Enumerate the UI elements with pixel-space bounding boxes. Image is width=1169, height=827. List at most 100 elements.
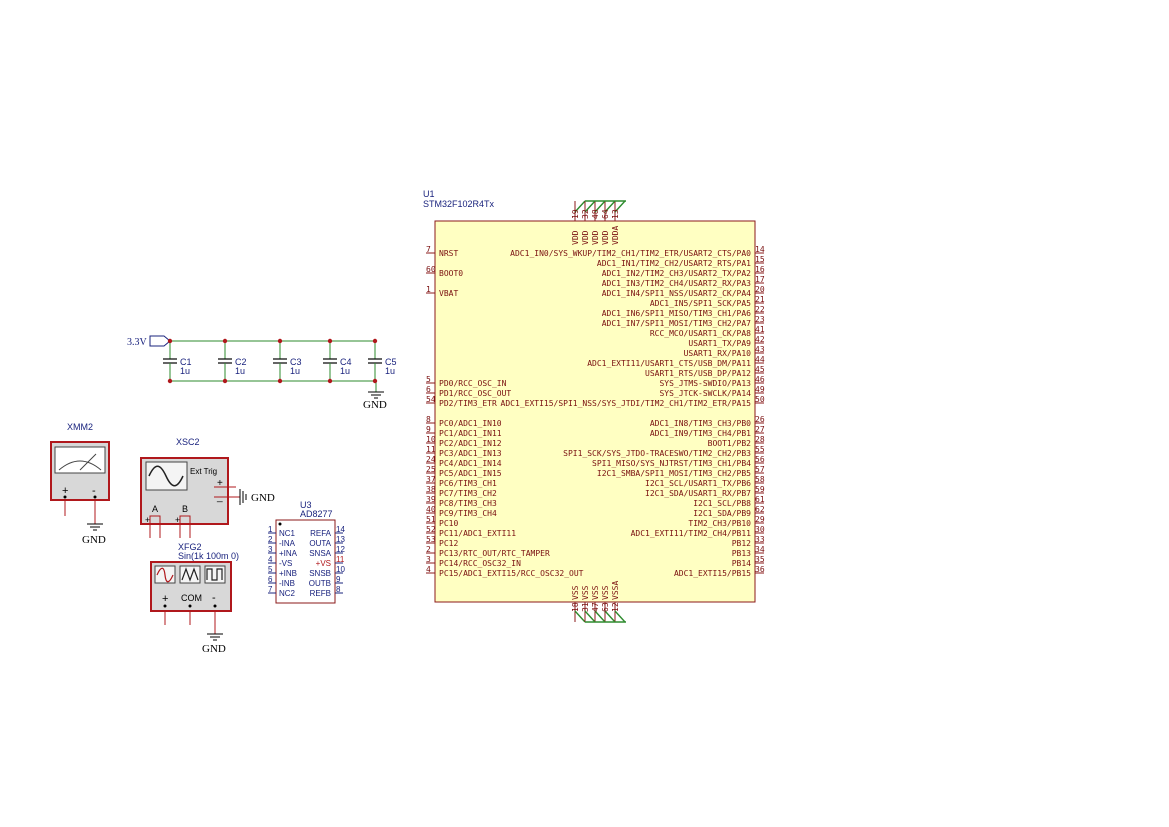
capacitor-value: 1u <box>340 366 350 376</box>
pin-number: 7 <box>268 585 273 594</box>
pin-number: 62 <box>755 505 765 514</box>
pin-number: 37 <box>426 475 436 484</box>
u3-pin-2[interactable]: 2-INA <box>268 535 296 548</box>
u3-pin-6[interactable]: 6-INB <box>268 575 295 588</box>
pin-name: I2C1_SCL/PB8 <box>693 499 751 508</box>
u3-pin-5[interactable]: 5+INB <box>268 565 297 578</box>
u1-pin-50[interactable]: 50ADC1_EXTI15/SPI1_NSS/SYS_JTDI/TIM2_CH1… <box>501 395 765 408</box>
square-wave-icon[interactable] <box>204 565 226 584</box>
u3-pin-4[interactable]: 4-VS <box>268 555 292 568</box>
oscilloscope-xsc2[interactable]: XSC2 Ext Trig + _ GND A B + + <box>140 437 275 538</box>
power-port-3v3[interactable] <box>149 335 171 347</box>
scope-ext-trig: Ext Trig <box>190 467 217 476</box>
u1-pin-14[interactable]: 14ADC1_IN0/SYS_WKUP/TIM2_CH1/TIM2_ETR/US… <box>510 245 765 258</box>
u1-stm32[interactable]: U1 STM32F102R4Tx 19VDD32VDD48VDD64VDD13V… <box>423 189 765 623</box>
function-generator-xfg2[interactable]: XFG2 Sin(1k 100m 0) + COM - GND <box>150 542 239 655</box>
pin-number: 40 <box>426 505 436 514</box>
pin-number: 53 <box>426 535 436 544</box>
u3-pin-3[interactable]: 3+INA <box>268 545 298 558</box>
pin-name: I2C1_SCL/USART1_TX/PB6 <box>645 479 751 488</box>
pin-name: ADC1_IN3/TIM2_CH4/USART2_RX/PA3 <box>602 279 751 288</box>
u3-pin-11[interactable]: 11+VS <box>316 555 345 568</box>
multimeter-xmm2[interactable]: XMM2 + - GND <box>50 422 110 546</box>
u1-pin-55[interactable]: 55SPI1_SCK/SYS_JTDO-TRACESWO/TIM2_CH2/PB… <box>563 445 765 458</box>
